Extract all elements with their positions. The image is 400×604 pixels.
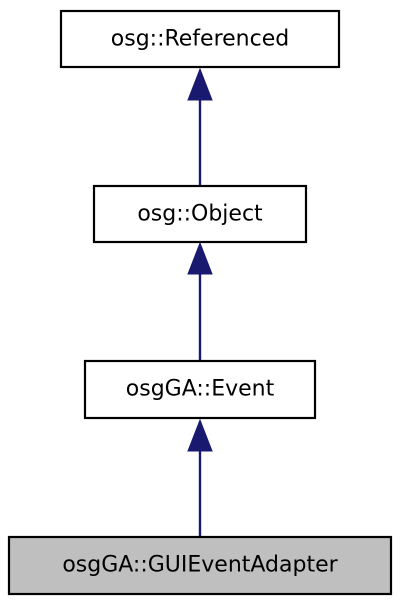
node-label: osgGA::Event bbox=[126, 377, 275, 402]
arrowhead-icon bbox=[187, 241, 213, 275]
node-label: osg::Referenced bbox=[111, 27, 289, 52]
arrowhead-icon bbox=[187, 67, 213, 101]
edge-guieventadapter-to-event bbox=[187, 418, 213, 536]
node-box bbox=[7, 535, 393, 596]
node-osgga-guieventadapter[interactable]: osgGA::GUIEventAdapter bbox=[7, 535, 393, 596]
node-box bbox=[59, 9, 341, 69]
edge-object-to-referenced bbox=[187, 67, 213, 185]
node-osgga-event[interactable]: osgGA::Event bbox=[83, 359, 317, 420]
arrowhead-icon bbox=[187, 418, 213, 452]
node-osg-referenced[interactable]: osg::Referenced bbox=[59, 9, 341, 69]
node-label: osg::Object bbox=[137, 202, 263, 227]
edge-event-to-object bbox=[187, 241, 213, 360]
node-osg-object[interactable]: osg::Object bbox=[92, 184, 308, 244]
node-label: osgGA::GUIEventAdapter bbox=[62, 553, 338, 578]
node-box bbox=[92, 184, 308, 244]
node-box bbox=[83, 359, 317, 420]
